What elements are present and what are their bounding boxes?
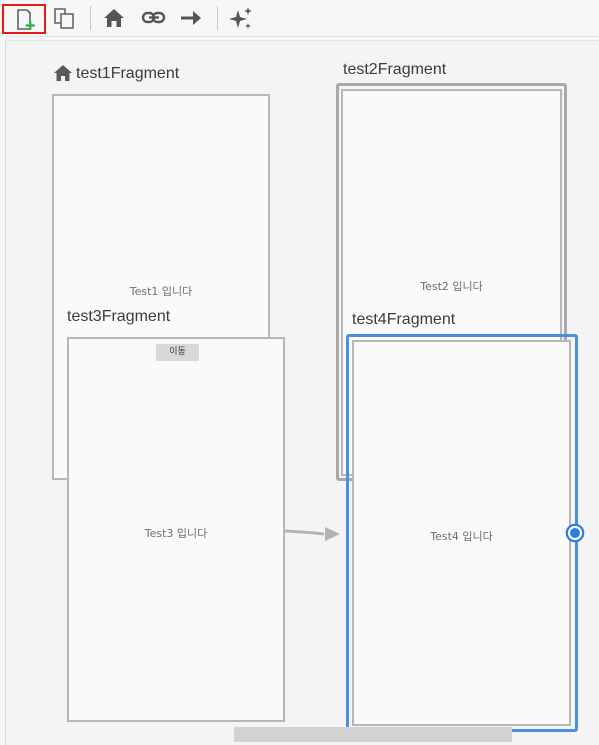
add-action-button[interactable] [176,4,206,32]
auto-arrange-button[interactable] [226,4,256,32]
home-icon [104,9,124,27]
arrow-right-icon [181,11,201,25]
destination-title-test2[interactable]: test2Fragment [343,61,447,78]
destination-test4[interactable]: Test4 입니다 [352,340,571,726]
destination-content-test4: Test4 입니다 [430,530,493,543]
horizontal-scrollbar[interactable] [234,727,512,742]
link-icon [141,11,166,24]
toolbar [0,0,599,37]
copy-destination-icon [54,8,74,29]
action-handle[interactable] [565,523,585,543]
home-icon [54,65,72,81]
deep-link-button[interactable] [139,4,169,32]
destination-content-test3: Test3 입니다 [144,527,208,540]
left-edge [0,36,5,744]
sparkle-icon [229,7,252,29]
destination-content-test2: Test2 입니다 [420,280,483,293]
destination-title-test1[interactable]: test1Fragment [76,65,180,82]
set-start-destination-button[interactable] [99,4,129,32]
destination-content-test1: Test1 입니다 [129,285,193,298]
copy-destination-button[interactable] [51,4,81,32]
destination-title-test3[interactable]: test3Fragment [67,308,171,325]
new-destination-icon [2,4,46,34]
new-destination-button[interactable] [2,4,46,34]
destination-test3[interactable]: 이동 Test3 입니다 [67,337,285,722]
toolbar-separator [217,6,218,30]
action-arrow[interactable] [284,522,344,546]
toolbar-separator [90,6,91,30]
destination-title-test4[interactable]: test4Fragment [352,311,456,328]
destination-button-preview: 이동 [156,344,199,361]
